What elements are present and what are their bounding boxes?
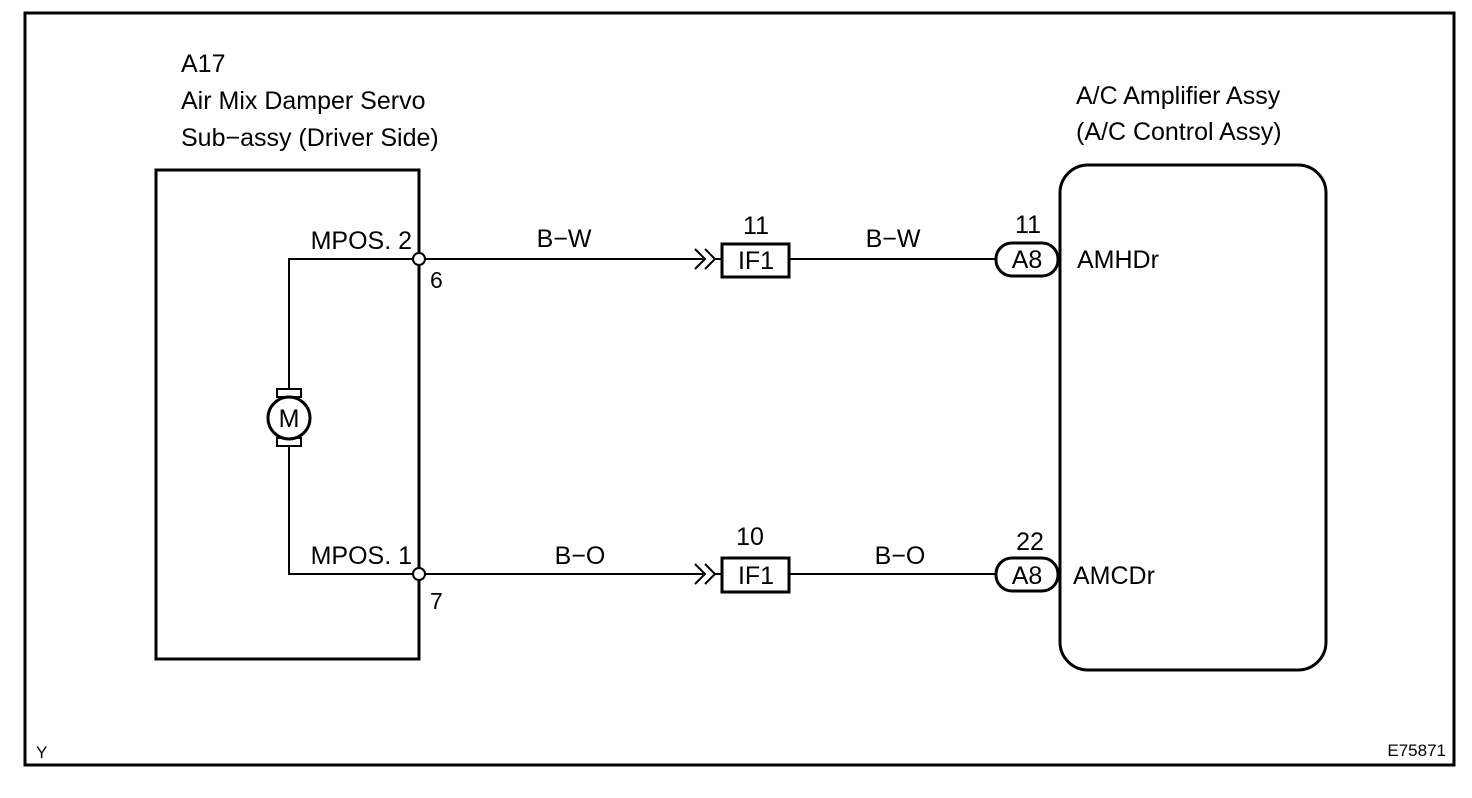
servo-body [154,168,421,661]
connector-pill-top [994,241,1060,278]
servo-internal-wire-top [288,258,419,389]
servo-name-line2: Sub−assy (Driver Side) [181,124,439,152]
amplifier-terminal-top-connector: A8 [1012,246,1043,274]
wire-top: B−W IF1 11 B−W [425,212,996,279]
junction-top-pin: 11 [743,212,769,240]
amplifier-terminal-bottom-pin: 22 [1016,528,1044,556]
amplifier-name-line2: (A/C Control Assy) [1076,118,1282,146]
amplifier-terminal-bottom-label: AMCDr [1073,562,1155,590]
wire-top-color-right: B−W [866,225,921,253]
diagram-frame [23,11,1456,767]
motor-icon: M [266,388,312,447]
amplifier-terminal-bottom-connector: A8 [1012,562,1043,590]
amplifier-name-line1: A/C Amplifier Assy [1076,82,1281,110]
junction-bottom-connector: IF1 [738,562,774,590]
servo-terminal-label-bottom: MPOS. 1 [311,542,412,570]
servo-internal-wire-bottom [288,446,419,575]
amplifier-terminal-top-label: AMHDr [1077,246,1159,274]
servo-component: A17 Air Mix Damper Servo Sub−assy (Drive… [154,50,443,661]
servo-name-line1: Air Mix Damper Servo [181,87,426,115]
junction-top-connector: IF1 [738,247,774,275]
servo-id: A17 [181,50,225,78]
connector-pill-bottom [994,556,1060,593]
wire-bottom-color-left: B−O [555,542,606,570]
junction-bottom-pin: 10 [736,523,764,551]
servo-terminal-pin-bottom: 7 [430,588,443,614]
amplifier-body [1058,163,1328,672]
servo-terminal-pin-top: 6 [430,267,443,293]
wire-bottom: B−O IF1 10 B−O [425,523,996,594]
junction-box-top [720,242,791,279]
footer-left-code: Y [36,743,47,762]
amplifier-terminal-top-pin: 11 [1015,211,1041,239]
wire-bottom-color-right: B−O [875,542,926,570]
terminal-dot-icon [412,252,426,266]
motor-symbol-label: M [279,405,300,433]
junction-box-bottom [720,556,791,594]
amplifier-component: A/C Amplifier Assy (A/C Control Assy) A8… [994,82,1328,672]
terminal-dot-icon [412,567,426,581]
footer-right-code: E75871 [1387,741,1446,760]
servo-terminal-label-top: MPOS. 2 [311,227,412,255]
wire-top-color-left: B−W [537,225,592,253]
